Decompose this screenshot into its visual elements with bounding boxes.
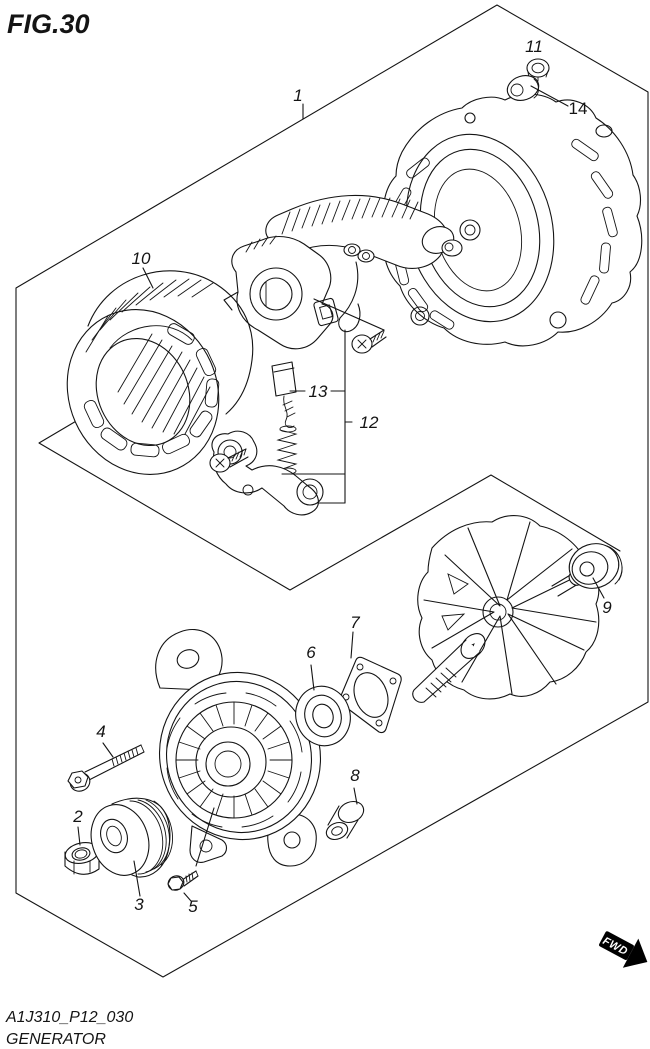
part-label-1: 1 — [293, 86, 302, 105]
bearing-6-drawing — [295, 685, 351, 747]
pulley-3-drawing — [90, 797, 174, 878]
panel-border — [15, 4, 649, 978]
part-label-5: 5 — [188, 897, 198, 916]
bolt-4-drawing — [67, 744, 145, 792]
panel-fold-lines — [38, 406, 621, 591]
regulator-drawing — [223, 235, 339, 350]
screw-5-drawing — [167, 870, 199, 891]
cap-14-drawing — [506, 75, 540, 101]
part-label-13: 13 — [309, 382, 328, 401]
figure-caption: GENERATOR — [6, 1031, 106, 1048]
brush-holder-drawing — [211, 430, 324, 516]
brush-spring-drawing — [276, 425, 298, 475]
drawing-code: A1J310_P12_030 — [5, 1009, 133, 1026]
part-label-3: 3 — [134, 895, 144, 914]
bearing-9-drawing — [568, 543, 623, 589]
part-label-7: 7 — [350, 613, 360, 632]
retainer-plate-7-drawing — [339, 656, 402, 734]
part-label-14: 14 — [569, 99, 588, 118]
part-label-6: 6 — [306, 643, 316, 662]
regulator-screw-top-drawing — [351, 329, 387, 354]
bushing-8-drawing — [325, 800, 365, 841]
regulator-screw-bottom-drawing — [209, 448, 249, 473]
part-label-11: 11 — [525, 37, 543, 56]
rear-housing-drawing — [382, 93, 643, 347]
leader-lines — [77, 85, 605, 902]
part-label-10: 10 — [132, 249, 151, 268]
part-label-2: 2 — [72, 807, 83, 826]
part-label-4: 4 — [96, 722, 105, 741]
rectifier-drawing — [265, 194, 463, 333]
part-label-12: 12 — [360, 413, 379, 432]
rotor-drawing — [412, 515, 600, 703]
nut-2-drawing — [64, 842, 100, 875]
front-housing-drawing — [155, 628, 322, 867]
brush-drawing — [271, 361, 297, 429]
part-label-9: 9 — [602, 598, 612, 617]
part-label-8: 8 — [350, 766, 360, 785]
figure-title: FIG.30 — [7, 9, 90, 39]
fwd-arrow-icon: FWD — [599, 931, 648, 968]
part-labels: 1 2 3 4 5 6 7 8 9 10 11 12 13 14 — [72, 37, 612, 916]
stator-drawing — [66, 270, 254, 475]
